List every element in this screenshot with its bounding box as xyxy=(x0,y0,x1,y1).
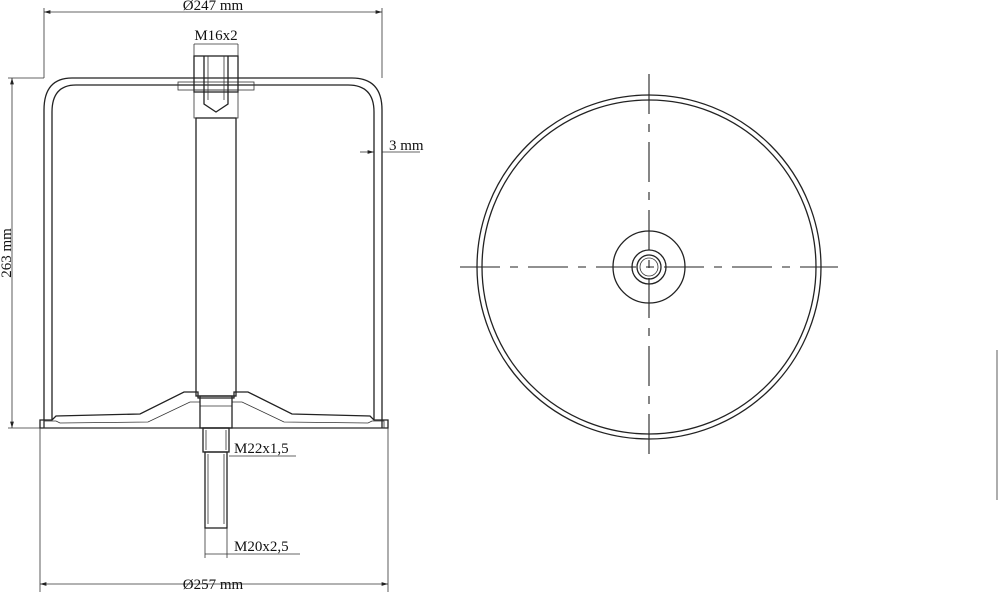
dim-mid-thread: M22x1,5 xyxy=(234,441,289,457)
dim-wall: 3 mm xyxy=(389,138,424,154)
dim-top-diameter: Ø247 mm xyxy=(183,0,244,14)
can-inner-wall xyxy=(51,84,375,420)
top-cap xyxy=(193,55,239,93)
stud-m20 xyxy=(204,451,228,529)
threaded-hole xyxy=(203,56,229,113)
dim-top-thread: M16x2 xyxy=(194,28,237,44)
can-outer-wall xyxy=(43,77,383,428)
top-plate xyxy=(177,81,255,91)
top-cap-hatch xyxy=(193,89,239,119)
bore-circle xyxy=(639,257,659,277)
side-view xyxy=(39,55,389,529)
dimensions: Ø247 mm M16x2 3 mm 263 mm M22x1,5 M20x2,… xyxy=(0,0,424,593)
central-rod xyxy=(195,117,237,397)
base-profile-outer xyxy=(39,391,389,429)
stud-m22 xyxy=(202,427,230,453)
dim-height: 263 mm xyxy=(0,228,15,278)
dim-stud-thread: M20x2,5 xyxy=(234,539,289,555)
dim-bottom-diameter: Ø257 mm xyxy=(183,577,244,593)
top-view xyxy=(460,74,838,460)
lower-hub xyxy=(199,395,233,429)
